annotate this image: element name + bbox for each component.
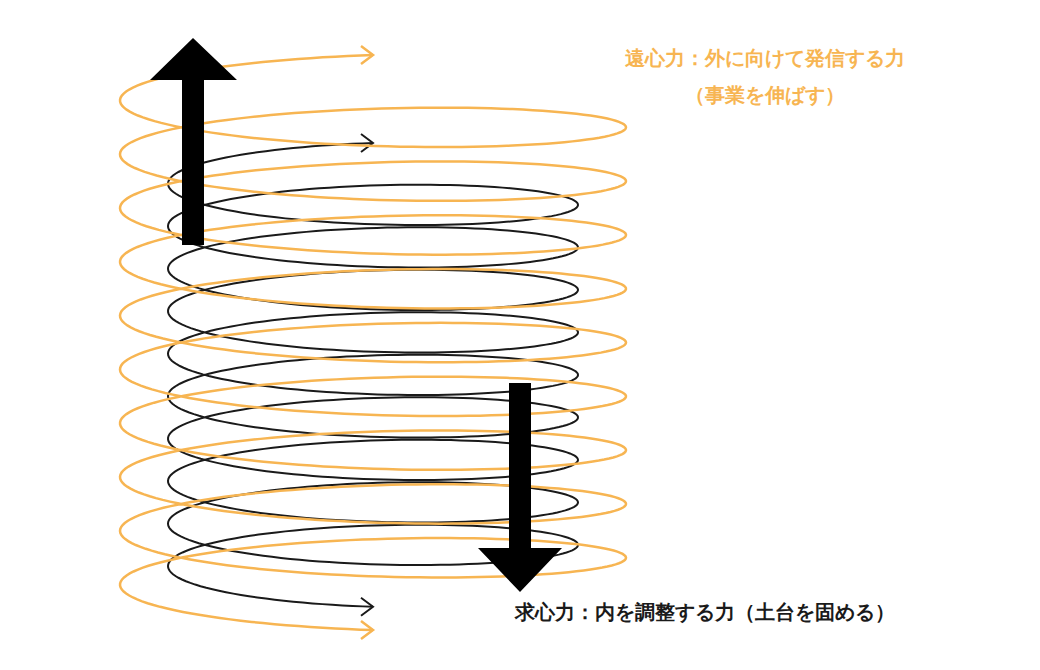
- coil-arrowhead: [361, 134, 373, 152]
- coil-arrowhead: [361, 621, 373, 639]
- coil-arrowhead: [361, 46, 373, 64]
- centripetal-label: 求心力：内を調整する力（土台を固める）: [515, 600, 895, 624]
- down-arrow: [478, 383, 562, 592]
- centrifugal-note: （事業を伸ばす）: [685, 83, 845, 107]
- coil-arrowhead: [361, 598, 373, 616]
- inner-coil: [168, 143, 578, 607]
- up-arrow: [150, 38, 237, 245]
- centrifugal-label: 遠心力：外に向けて発信する力: [625, 46, 905, 70]
